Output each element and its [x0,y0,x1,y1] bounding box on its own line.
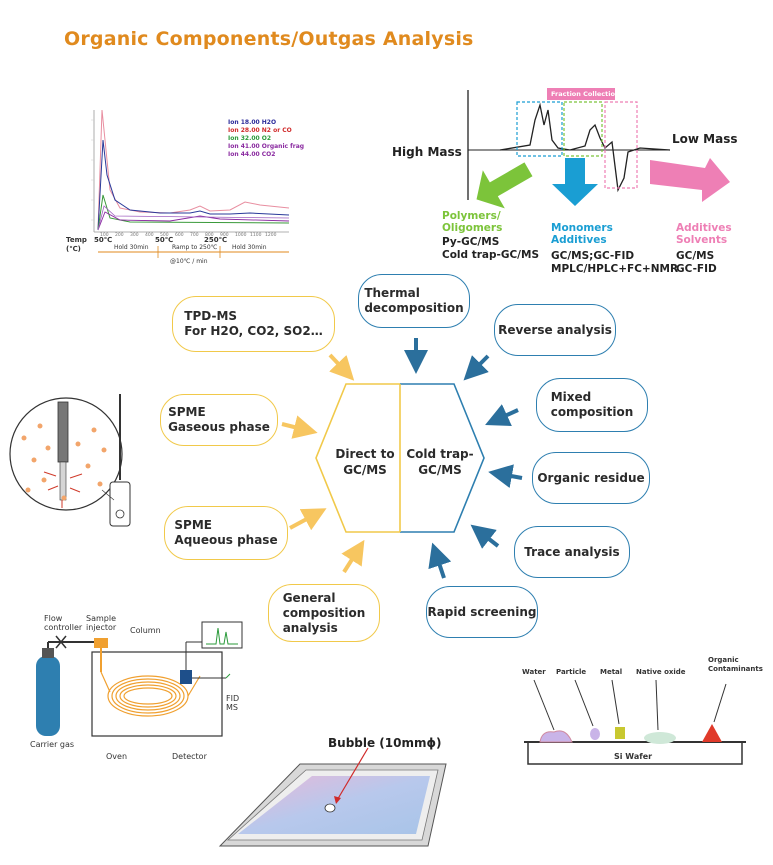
column-label: Column [130,626,161,635]
svg-text:1200: 1200 [265,232,277,238]
arrow-trace [470,524,500,549]
ramp-rate: @10℃ / min [170,258,208,265]
category-additives: Additives Solvents [676,222,732,246]
legend-co2: Ion 44.00 CO2 [228,151,276,158]
fraction-collection-diagram [467,88,730,209]
series-h2o [97,139,290,231]
bubble-label: Bubble (10mmϕ) [328,736,442,750]
hex-right [400,383,485,533]
spme-illustration [9,394,131,527]
step-2: Ramp to 250℃ [172,244,218,251]
legend-o2: Ion 32.00 O2 [228,135,272,142]
category-monomers: Monomers Additives [551,222,613,246]
svg-text:1000: 1000 [235,232,247,238]
wafer-label-particle: Particle [556,668,587,676]
si-wafer-label: Si Wafer [614,752,653,761]
temp-axis-label: Temp (℃) [66,236,87,253]
oven-label: Oven [106,752,128,761]
wafer-label-organic: Organic Contaminants [708,656,763,673]
legend-n2-co: Ion 28.00 N2 or CO [228,127,292,134]
pill-mixed-composition: Mixed composition [536,378,648,432]
svg-text:200: 200 [115,232,124,238]
arrow-tpd [328,353,355,381]
temp-3: 250℃ [204,236,228,244]
svg-text:800: 800 [205,232,214,238]
wafer-diagram [524,679,746,765]
fid-ms-label: FID MS [226,694,240,712]
low-mass-label: Low Mass [672,132,738,146]
step-3: Hold 30min [232,244,267,251]
temp-2: 50℃ [155,236,174,244]
svg-text:600: 600 [175,232,184,238]
wafer-label-water: Water [522,668,546,676]
pill-general-composition: General composition analysis [268,584,380,642]
arrow-reverse [463,354,490,381]
step-1: Hold 30min [114,244,149,251]
svg-text:1100: 1100 [250,232,262,238]
arrow-polymers [476,162,533,209]
arrow-additives [650,158,730,202]
arrow-organic [488,464,523,488]
pill-spme-gaseous: SPME Gaseous phase [160,394,278,446]
pill-spme-aqueous: SPME Aqueous phase [164,506,288,560]
hex-left [315,383,400,533]
pill-trace-analysis: Trace analysis [514,526,630,578]
svg-text:900: 900 [220,232,229,238]
temp-1: 50℃ [94,236,113,244]
series-n2-co [97,109,290,231]
pill-thermal-decomposition: Thermal decomposition [358,274,470,328]
wafer-label-native-oxide: Native oxide [636,668,686,676]
bubble-tray-illustration [218,747,447,847]
svg-text:300: 300 [130,232,139,238]
svg-text:400: 400 [145,232,154,238]
pill-tpd-ms: TPD-MS For H2O, CO2, SO2… [172,296,335,352]
arrow-rapid [428,542,452,579]
high-mass-label: High Mass [392,145,462,159]
methods-polymers: Py-GC/MS Cold trap-GC/MS [442,236,540,261]
methods-additives: GC/MS GC-FID [676,250,717,275]
series-organic [97,211,290,231]
arrow-mixed [485,404,519,426]
arrow-general [341,539,365,574]
svg-text:100: 100 [100,232,109,238]
page-title: Organic Components/Outgas Analysis [64,28,474,50]
carrier-gas-label: Carrier gas [30,740,75,749]
pill-rapid-screening: Rapid screening [426,586,538,638]
series-o2 [97,194,290,231]
arrow-spme-gas [281,415,318,439]
center-left-label: Direct to GC/MS [335,447,395,477]
arrow-spme-aq [289,508,327,531]
series-co2 [97,205,290,231]
legend-h2o: Ion 18.00 H2O [228,119,277,126]
category-polymers: Polymers/ Oligomers [442,210,503,234]
fraction-collection-label: Fraction Collection [551,90,620,98]
pill-reverse-analysis: Reverse analysis [494,304,616,356]
arrow-monomers [552,158,598,206]
center-right-label: Cold trap- GC/MS [406,447,474,477]
gc-schematic [36,621,243,737]
detector-label: Detector [172,752,207,761]
pill-organic-residue: Organic residue [532,452,650,504]
wafer-label-metal: Metal [600,668,623,676]
methods-monomers: GC/MS;GC-FID MPLC/HPLC+FC+NMR [551,250,679,275]
sample-injector-label: Sample injector [86,614,117,632]
svg-text:500: 500 [160,232,169,238]
svg-text:700: 700 [190,232,199,238]
flow-controller-label: Flow controller [44,614,83,632]
legend-organic: Ion 41.00 Organic frag [228,143,305,150]
